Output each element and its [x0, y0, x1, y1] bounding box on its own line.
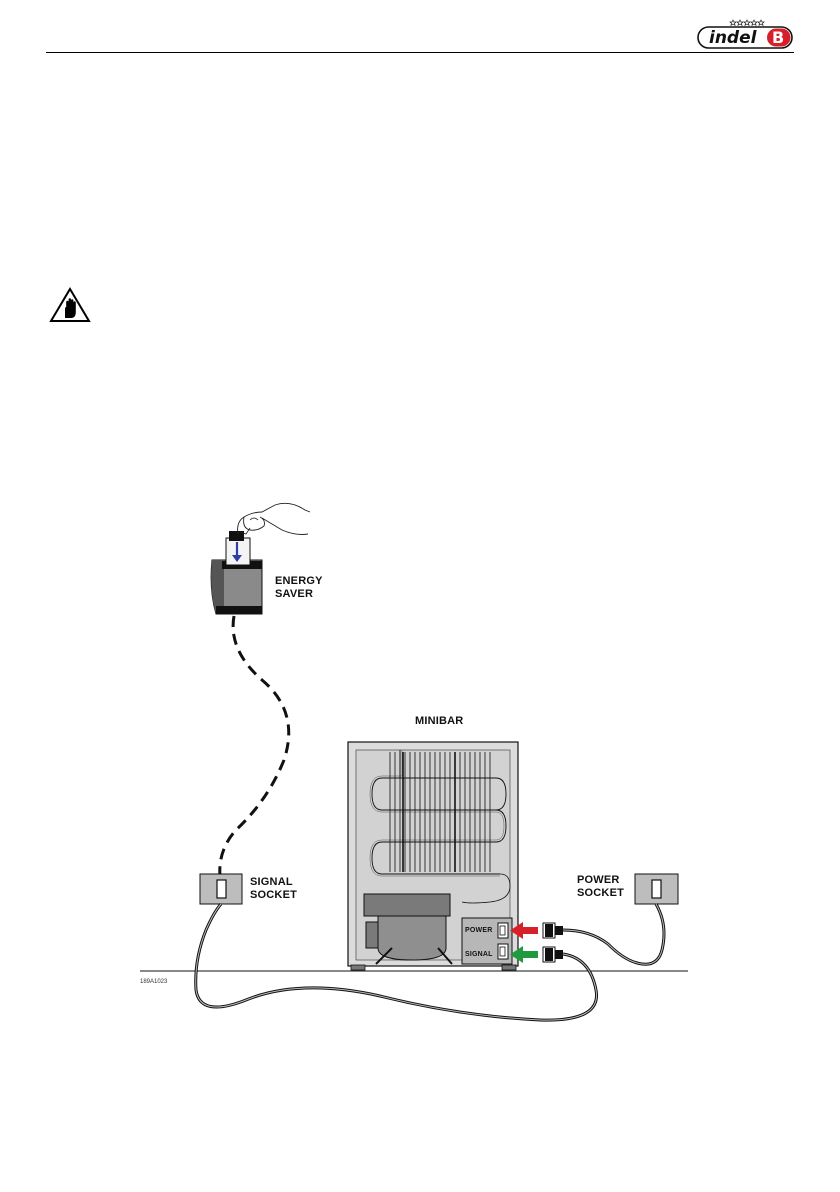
signal-socket-label-line2: SOCKET	[250, 889, 298, 901]
power-arrow	[510, 922, 538, 939]
power-socket-label: POWER SOCKET	[577, 874, 624, 900]
energy-saver-label-line1: ENERGY	[275, 575, 323, 587]
brand-logo-letter: B	[772, 28, 785, 47]
hand-warning-icon	[49, 287, 91, 323]
minibar-unit	[347, 741, 519, 971]
brand-logo-text: indel	[709, 28, 757, 48]
energy-saver-label-line2: SAVER	[275, 588, 314, 600]
brand-logo-graphic	[697, 19, 793, 49]
power-socket-label-line2: SOCKET	[577, 887, 625, 899]
signal-plug	[542, 946, 563, 963]
signal-socket	[199, 873, 243, 905]
signal-socket-label: SIGNAL SOCKET	[250, 876, 297, 902]
figure-code: 189A1023	[140, 979, 168, 985]
power-socket	[634, 873, 679, 905]
panel-signal-label: SIGNAL	[465, 951, 493, 958]
signal-socket-label-line1: SIGNAL	[250, 876, 293, 888]
panel-power-label: POWER	[465, 927, 493, 934]
header-rule	[46, 52, 794, 53]
energy-saver-unit	[210, 502, 311, 615]
minibar-label: MINIBAR	[415, 715, 464, 727]
power-socket-label-line1: POWER	[577, 874, 620, 886]
power-plug	[542, 922, 563, 939]
signal-arrow	[510, 946, 538, 963]
brand-logo: indel B	[697, 17, 793, 49]
energy-saver-label: ENERGY SAVER	[275, 575, 323, 601]
